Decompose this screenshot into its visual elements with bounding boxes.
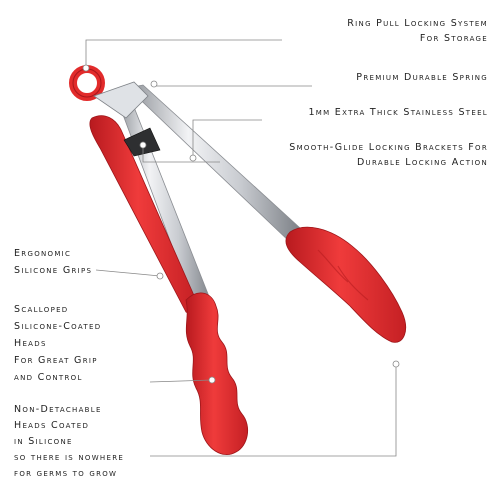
callout-heads: Scalloped Silicone-Coated Heads For Grea… [14,304,101,383]
callout-ring-pull-line1: Ring Pull Locking System [347,18,488,29]
callout-non-detachable-line4: so there is nowhere [14,452,125,463]
callout-heads-line5: and Control [14,372,83,383]
callout-non-detachable-line1: Non-Detachable [14,404,102,415]
callout-brackets-line1: Smooth-Glide Locking Brackets For [289,142,488,153]
right-silicone-head [285,226,406,343]
callout-heads-line4: For Great Grip [14,355,98,366]
callout-heads-line1: Scalloped [14,304,69,315]
callout-ring-pull-line2: For Storage [419,33,488,44]
spring-hinge [93,81,149,119]
callout-non-detachable-line2: Heads Coated [14,420,90,431]
callout-steel-line1: 1mm Extra Thick Stainless Steel [308,107,488,118]
callout-leader-lines [85,39,397,457]
callout-non-detachable-line5: for germs to grow [14,468,118,479]
callout-ring-pull: Ring Pull Locking System For Storage [347,18,488,44]
callout-non-detachable-line3: in Silicone [14,436,73,447]
callout-grips-line1: Ergonomic [14,248,72,259]
callout-spring-line1: Premium Durable Spring [356,72,488,83]
callout-non-detachable: Non-Detachable Heads Coated in Silicone … [14,404,124,479]
callout-heads-line2: Silicone-Coated [14,321,102,332]
callout-steel: 1mm Extra Thick Stainless Steel [308,107,488,118]
callout-heads-line3: Heads [14,338,47,349]
callout-brackets-line2: Durable Locking Action [356,157,488,168]
left-silicone-head [185,292,249,455]
callout-brackets: Smooth-Glide Locking Brackets For Durabl… [289,142,488,168]
callout-dots [82,64,400,384]
callout-spring: Premium Durable Spring [356,72,488,83]
callout-grips-line2: Silicone Grips [14,265,93,276]
callout-grips: Ergonomic Silicone Grips [14,248,92,276]
